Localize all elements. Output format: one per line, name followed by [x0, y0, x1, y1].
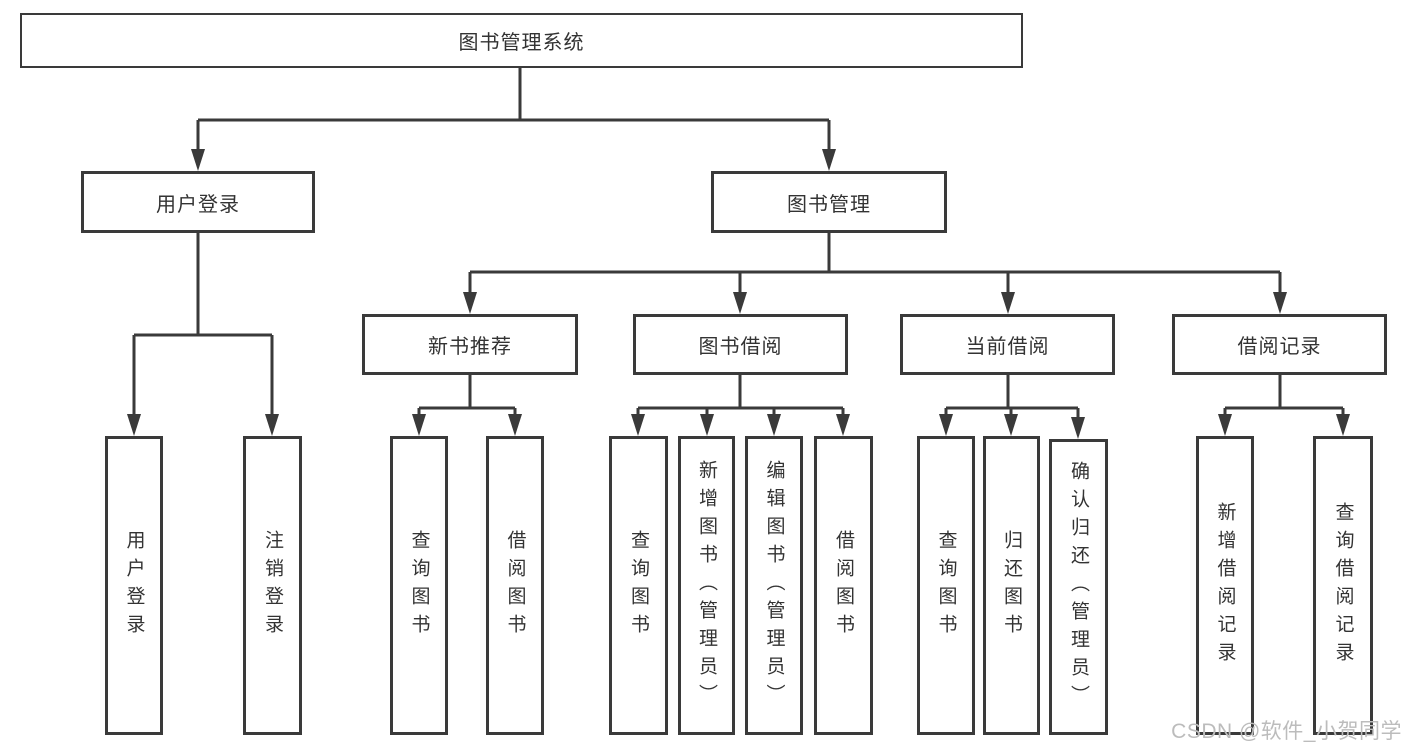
leaf-query-borrow-record: 查询借阅记录 — [1313, 436, 1373, 735]
node-current-borrowing: 当前借阅 — [900, 314, 1115, 375]
node-user-login: 用户登录 — [81, 171, 315, 233]
leaf-borrow-books: 借阅图书 — [486, 436, 544, 735]
arrowhead-icon — [1336, 414, 1350, 436]
node-root-system: 图书管理系统 — [20, 13, 1023, 68]
node-borrowing-records: 借阅记录 — [1172, 314, 1387, 375]
leaf-label: 编辑图书（管理员） — [763, 459, 785, 712]
leaf-add-borrow-record: 新增借阅记录 — [1196, 436, 1254, 735]
arrowhead-icon — [1071, 417, 1085, 439]
leaf-label: 新增借阅记录 — [1214, 501, 1236, 670]
leaf-label: 归还图书 — [1001, 529, 1022, 642]
arrowhead-icon — [412, 414, 426, 436]
connector-user-login-to-leaves — [132, 233, 274, 418]
arrowhead-icon — [822, 149, 836, 171]
leaf-label: 借阅图书 — [504, 529, 526, 642]
arrowhead-icon — [1273, 292, 1287, 314]
leaf-query-books: 查询图书 — [609, 436, 668, 735]
leaf-label: 注销登录 — [262, 529, 283, 642]
arrowhead-icon — [191, 149, 205, 171]
csdn-watermark: CSDN @软件_小贺同学 — [1171, 720, 1402, 743]
leaf-borrow-books: 借阅图书 — [814, 436, 873, 735]
leaf-add-book-admin: 新增图书（管理员） — [678, 436, 735, 735]
arrowhead-icon — [939, 414, 953, 436]
arrowheads — [127, 149, 1350, 439]
leaf-label: 查询图书 — [628, 529, 649, 642]
arrowhead-icon — [1004, 414, 1018, 436]
leaf-label: 查询图书 — [935, 529, 957, 642]
leaf-label: 借阅图书 — [833, 529, 854, 642]
leaf-label: 新增图书（管理员） — [696, 459, 717, 712]
arrowhead-icon — [733, 292, 747, 314]
arrowhead-icon — [700, 414, 714, 436]
leaf-confirm-return-admin: 确认归还（管理员） — [1049, 439, 1108, 735]
arrowhead-icon — [767, 414, 781, 436]
node-book-borrowing: 图书借阅 — [633, 314, 848, 375]
node-book-management: 图书管理 — [711, 171, 947, 233]
arrowhead-icon — [127, 414, 141, 436]
leaf-return-books: 归还图书 — [983, 436, 1040, 735]
leaf-label: 用户登录 — [123, 529, 145, 642]
leaf-query-books: 查询图书 — [917, 436, 975, 735]
connector-current-borrow-to-leaves — [944, 375, 1080, 420]
leaf-label: 查询借阅记录 — [1332, 501, 1354, 670]
arrowhead-icon — [631, 414, 645, 436]
leaf-user-login: 用户登录 — [105, 436, 163, 735]
connector-borrow-records-to-leaves — [1223, 375, 1345, 418]
leaf-edit-book-admin: 编辑图书（管理员） — [745, 436, 803, 735]
arrowhead-icon — [1001, 292, 1015, 314]
arrowhead-icon — [1218, 414, 1232, 436]
connector-new-book-rec-to-leaves — [417, 375, 517, 418]
arrowhead-icon — [265, 414, 279, 436]
connector-root-to-level2 — [196, 68, 831, 152]
leaf-query-books: 查询图书 — [390, 436, 448, 735]
connector-book-borrow-to-leaves — [636, 375, 845, 418]
arrowhead-icon — [463, 292, 477, 314]
leaf-label: 确认归还（管理员） — [1068, 461, 1089, 713]
node-new-book-recommendation: 新书推荐 — [362, 314, 578, 375]
arrowhead-icon — [836, 414, 850, 436]
leaf-logout: 注销登录 — [243, 436, 302, 735]
arrowhead-icon — [508, 414, 522, 436]
connector-book-mgmt-to-level3 — [468, 233, 1282, 295]
leaf-label: 查询图书 — [408, 529, 430, 642]
